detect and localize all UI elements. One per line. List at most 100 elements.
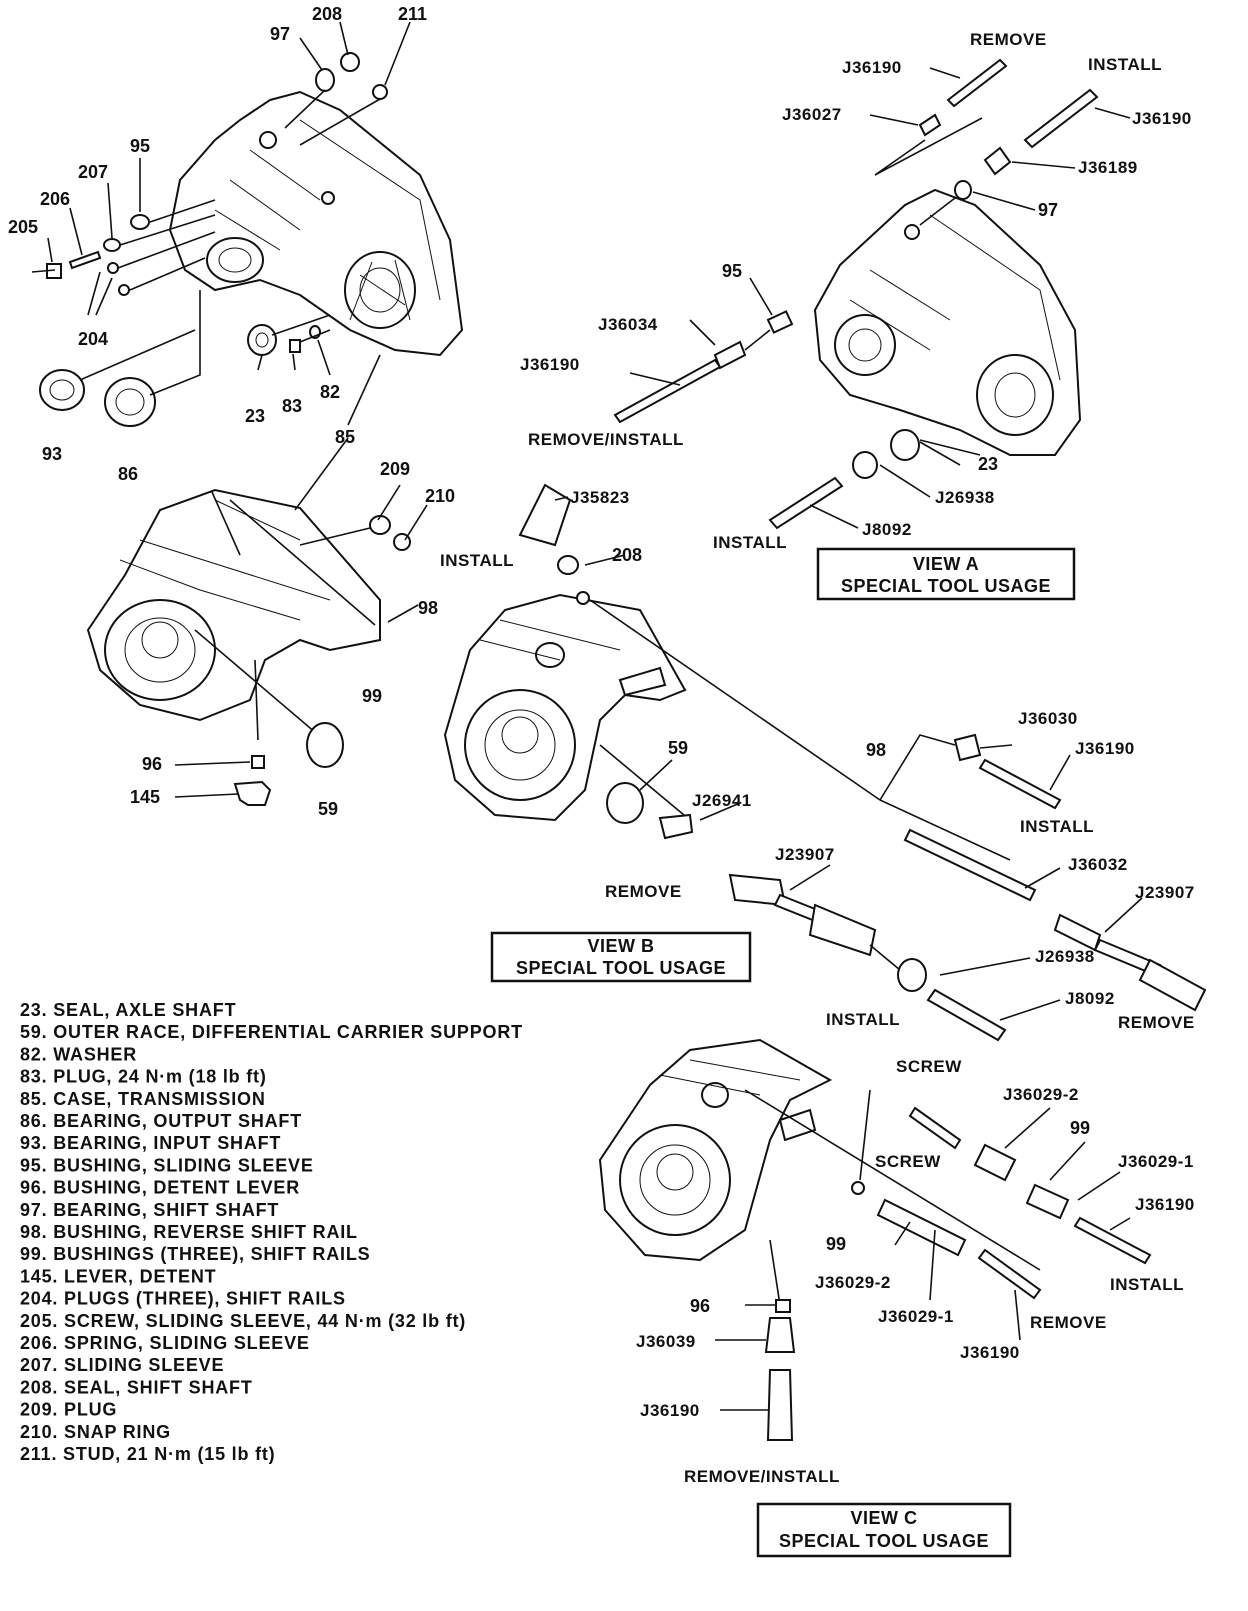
tool-j8092: J8092: [1065, 989, 1115, 1008]
label-remove-install: REMOVE/INSTALL: [684, 1467, 840, 1486]
callout-145: 145: [130, 787, 160, 807]
legend-entry: 99. BUSHINGS (THREE), SHIFT RAILS: [20, 1244, 370, 1264]
view-b-tools: [658, 733, 1207, 1042]
callout-96: 96: [142, 754, 162, 774]
legend-entry: 204. PLUGS (THREE), SHIFT RAILS: [20, 1289, 346, 1309]
label-install: INSTALL: [440, 551, 514, 570]
callout-99-view-c-2: 99: [826, 1234, 846, 1254]
tool-j36030: J36030: [1018, 709, 1078, 728]
legend-entry: 205. SCREW, SLIDING SLEEVE, 44 N·m (32 l…: [20, 1311, 466, 1331]
label-remove: REMOVE: [1030, 1313, 1107, 1332]
callout-207: 207: [78, 162, 108, 182]
callout-99-view-c-1: 99: [1070, 1118, 1090, 1138]
legend-entry: 95. BUSHING, SLIDING SLEEVE: [20, 1155, 314, 1175]
tool-j36190: J36190: [1132, 109, 1192, 128]
view-c-tools: [764, 1089, 1152, 1441]
tool-j36029-2: J36029-2: [1003, 1085, 1079, 1104]
callout-96-view-c: 96: [690, 1296, 710, 1316]
label-remove: REMOVE: [605, 882, 682, 901]
label-install: INSTALL: [1110, 1275, 1184, 1294]
tool-j36190: J36190: [640, 1401, 700, 1420]
legend-entry: 83. PLUG, 24 N·m (18 lb ft): [20, 1067, 267, 1087]
label-install: INSTALL: [1088, 55, 1162, 74]
tool-j36190: J36190: [520, 355, 580, 374]
tool-j36190: J36190: [842, 58, 902, 77]
legend-entry: 59. OUTER RACE, DIFFERENTIAL CARRIER SUP…: [20, 1022, 523, 1042]
tool-j35823: J35823: [570, 488, 630, 507]
legend-entry: 211. STUD, 21 N·m (15 lb ft): [20, 1444, 275, 1464]
legend-entry: 209. PLUG: [20, 1400, 117, 1420]
callout-98: 98: [418, 598, 438, 618]
tool-j8092: J8092: [862, 520, 912, 539]
view-c-case: [598, 1038, 1041, 1306]
tool-j36032: J36032: [1068, 855, 1128, 874]
label-screw: SCREW: [875, 1152, 941, 1171]
label-install: INSTALL: [713, 533, 787, 552]
tool-j36190: J36190: [1075, 739, 1135, 758]
callout-23: 23: [245, 406, 265, 426]
callout-82: 82: [320, 382, 340, 402]
label-install: INSTALL: [1020, 817, 1094, 836]
callout-95: 95: [130, 136, 150, 156]
view-b-case: [443, 483, 1011, 861]
transmission-case-middle-left: [86, 488, 411, 806]
tool-j36027: J36027: [782, 105, 842, 124]
legend-entry: 85. CASE, TRANSMISSION: [20, 1089, 266, 1109]
view-c-title: VIEW C: [850, 1508, 917, 1528]
view-b-subtitle: SPECIAL TOOL USAGE: [516, 958, 726, 978]
callout-59: 59: [318, 799, 338, 819]
tool-j36190: J36190: [1135, 1195, 1195, 1214]
label-remove-install: REMOVE/INSTALL: [528, 430, 684, 449]
tool-j36039: J36039: [636, 1332, 696, 1351]
legend-entry: 98. BUSHING, REVERSE SHIFT RAIL: [20, 1222, 358, 1242]
callout-204: 204: [78, 329, 108, 349]
view-a-case: [813, 188, 1082, 456]
legend-entry: 96. BUSHING, DETENT LEVER: [20, 1178, 300, 1198]
legend-entry: 207. SLIDING SLEEVE: [20, 1355, 224, 1375]
tool-j23907: J23907: [1135, 883, 1195, 902]
view-a-title-box: VIEW A SPECIAL TOOL USAGE: [816, 547, 1076, 601]
label-screw: SCREW: [896, 1057, 962, 1076]
callout-210: 210: [425, 486, 455, 506]
callout-206: 206: [40, 189, 70, 209]
action-labels: REMOVE INSTALL REMOVE/INSTALL INSTALL IN…: [440, 30, 1194, 1486]
label-remove: REMOVE: [970, 30, 1047, 49]
callout-83: 83: [282, 396, 302, 416]
view-c-title-box: VIEW C SPECIAL TOOL USAGE: [756, 1502, 1012, 1558]
callout-95-view-a: 95: [722, 261, 742, 281]
tool-labels: J36190 J36027 J36190 J36189 J36034 J3619…: [520, 58, 1195, 1420]
view-b-title-box: VIEW B SPECIAL TOOL USAGE: [490, 931, 752, 983]
leader-lines: [47, 21, 1143, 1411]
part-callouts: 97 208 211 95 207 206 205 204 93 86 23 8…: [8, 4, 1090, 1316]
callout-205: 205: [8, 217, 38, 237]
callout-208: 208: [312, 4, 342, 24]
tool-j26938: J26938: [1035, 947, 1095, 966]
callout-97: 97: [270, 24, 290, 44]
callout-97-view-a: 97: [1038, 200, 1058, 220]
tool-j36029-1: J36029-1: [1118, 1152, 1194, 1171]
view-a-title: VIEW A: [913, 554, 979, 574]
tool-j36029-2: J36029-2: [815, 1273, 891, 1292]
callout-208-view-b: 208: [612, 545, 642, 565]
callout-211: 211: [398, 4, 427, 24]
callout-85: 85: [335, 427, 355, 447]
callout-59-view-b: 59: [668, 738, 688, 758]
legend-entry: 206. SPRING, SLIDING SLEEVE: [20, 1333, 310, 1353]
tool-j36189: J36189: [1078, 158, 1138, 177]
legend-entry: 210. SNAP RING: [20, 1422, 171, 1442]
callout-99: 99: [362, 686, 382, 706]
view-c-subtitle: SPECIAL TOOL USAGE: [779, 1531, 989, 1551]
callout-93: 93: [42, 444, 62, 464]
small-parts-top: [31, 52, 388, 296]
tool-j23907: J23907: [775, 845, 835, 864]
view-a-tools: [613, 58, 1099, 530]
transmission-case-top-left: [168, 90, 464, 357]
callout-23-view-a: 23: [978, 454, 998, 474]
callout-98-view-b: 98: [866, 740, 886, 760]
tool-j36034: J36034: [598, 315, 658, 334]
tool-j36190: J36190: [960, 1343, 1020, 1362]
view-b-title: VIEW B: [587, 936, 654, 956]
bearings-left: [39, 271, 331, 427]
